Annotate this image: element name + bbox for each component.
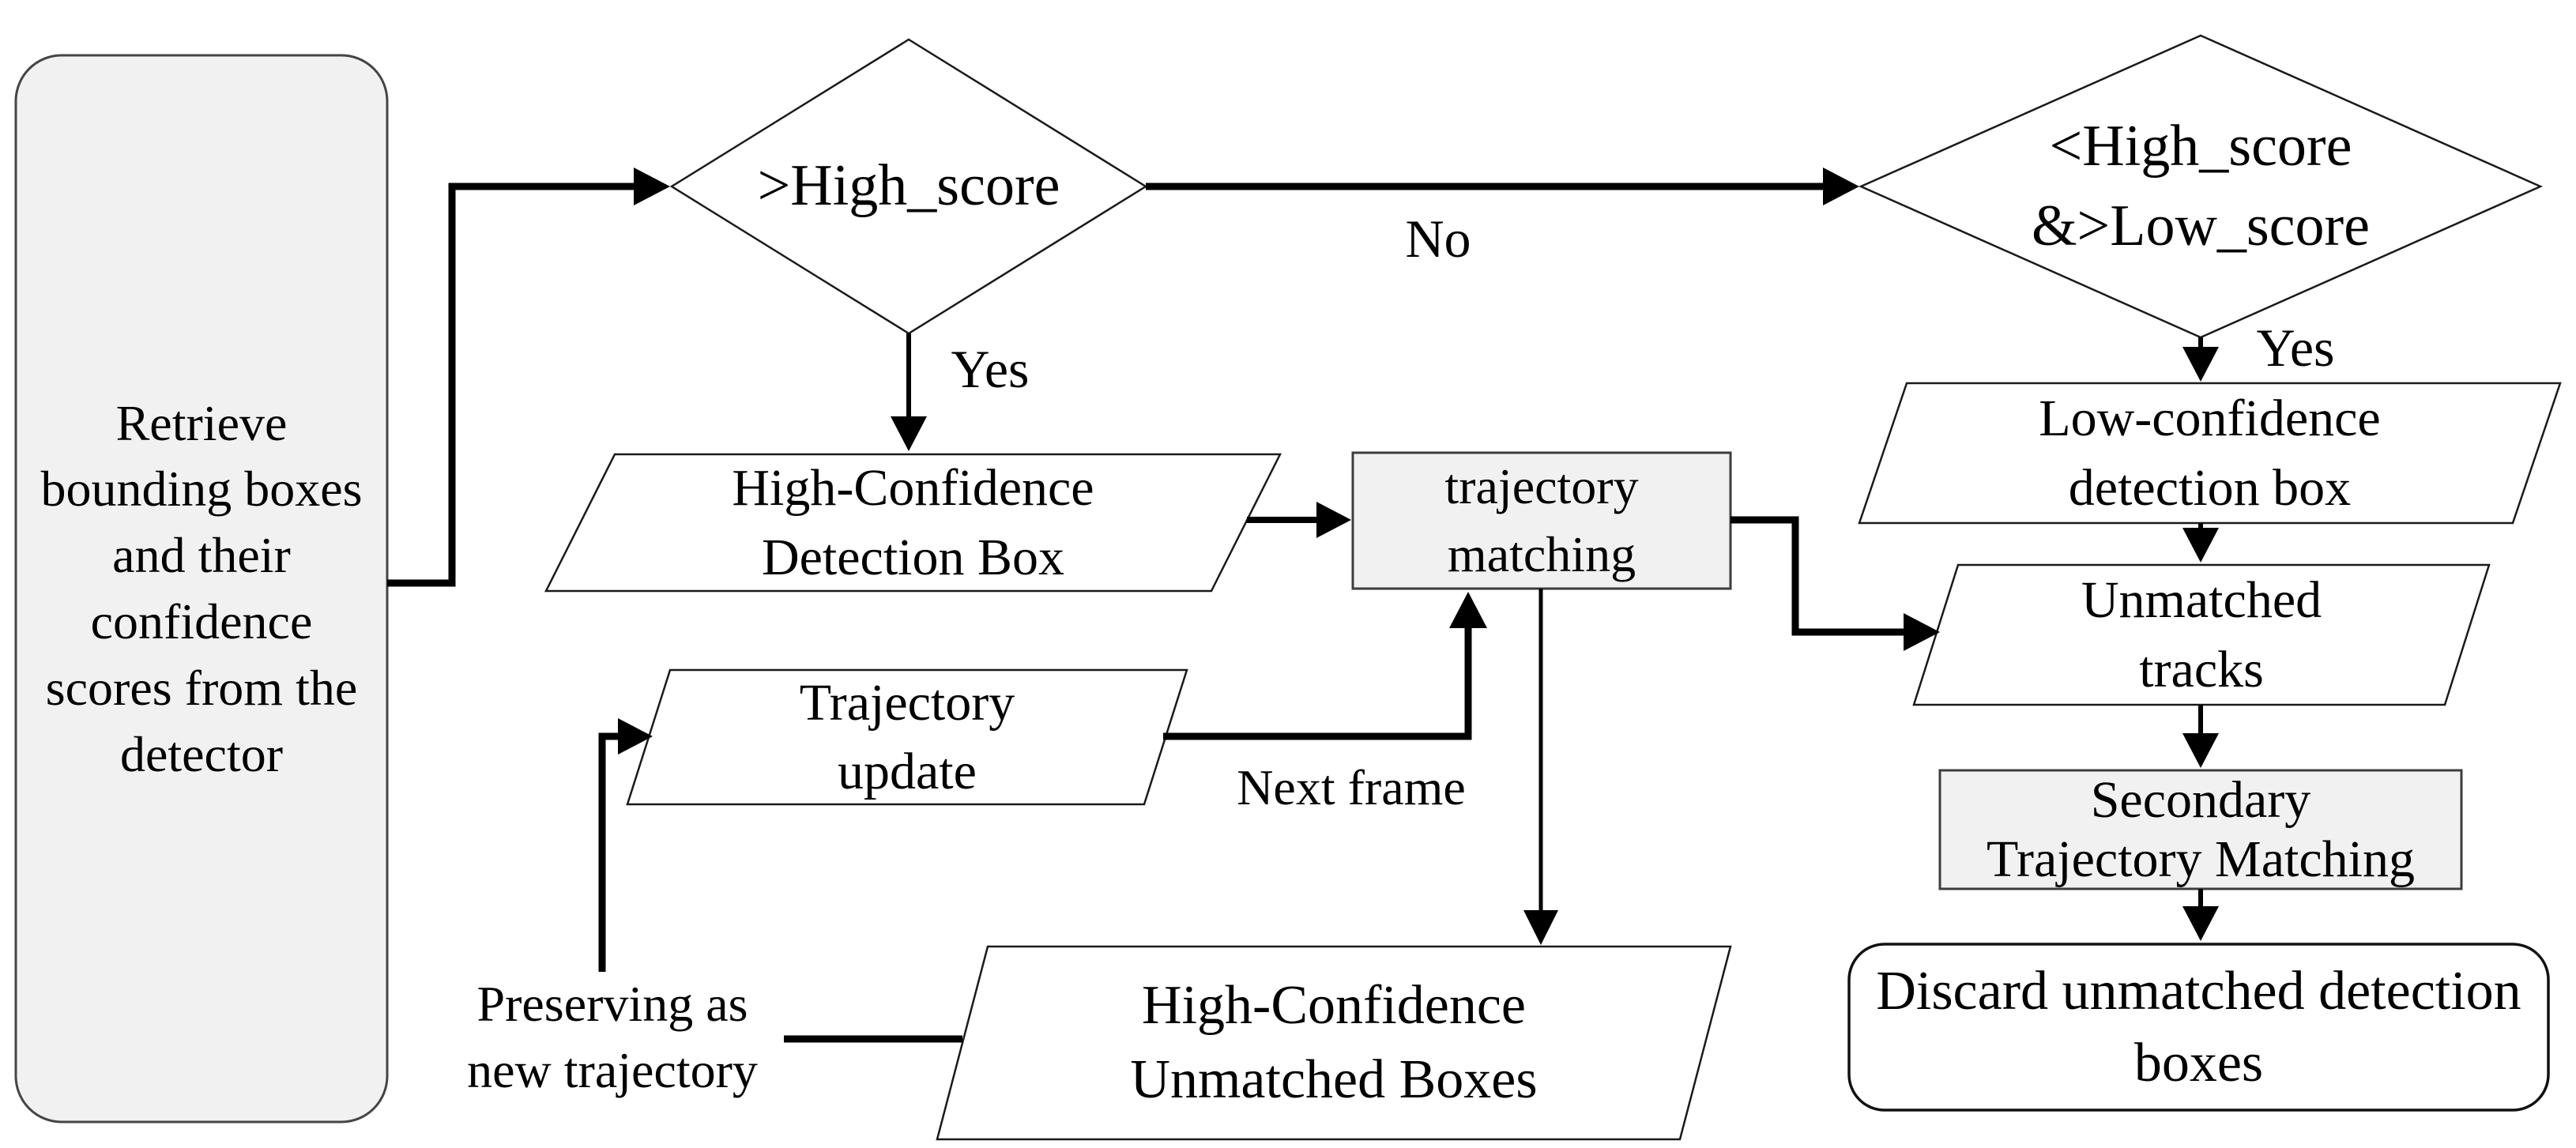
arrow-next-frame [1163, 625, 1472, 740]
edge-label-no: No [1405, 209, 1471, 269]
arrowhead-yes-to-detection-box [891, 416, 927, 451]
arrowhead-retrieve-to-high-score [634, 167, 670, 205]
secondary-trajectory-matching-shape [1938, 769, 2463, 890]
high-confidence-detection-box-shape [544, 453, 1282, 593]
trajectory-update-shape [626, 668, 1188, 806]
retrieve-node-shape [14, 54, 389, 1124]
high-score-decision-label: >High_score [757, 153, 1060, 219]
arrowhead-secondary-to-discard [2182, 906, 2219, 941]
arrowhead-low-confidence-to-unmatched [2182, 528, 2219, 563]
arrow-matching-to-unmatched-tracks [1731, 516, 1907, 636]
arrowhead-matching-to-unmatched-boxes [1523, 910, 1558, 945]
edge-label-next-frame: Next frame [1237, 759, 1466, 816]
arrowhead-next-frame [1449, 592, 1487, 628]
preserving-new-trajectory-label: Preserving as new trajectory [467, 976, 758, 1098]
discard-unmatched-label: Discard unmatched detection boxes [1876, 961, 2521, 1093]
high-confidence-unmatched-boxes-shape [936, 945, 1732, 1141]
trajectory-update-label: Trajectory update [799, 673, 1015, 800]
low-confidence-detection-box-label: Low-confidence detection box [2039, 390, 2381, 517]
high-confidence-detection-box-label: High-Confidence Detection Box [732, 459, 1094, 586]
trajectory-matching-label: trajectory matching [1444, 457, 1639, 582]
arrowhead-matching-to-unmatched-tracks [1904, 613, 1940, 651]
retrieve-node-label: Retrieve bounding boxes and their confid… [40, 394, 363, 782]
low-confidence-detection-box-shape [1858, 382, 2562, 525]
edge-label-yes-low: Yes [2256, 317, 2335, 378]
unmatched-tracks-shape [1912, 563, 2491, 706]
arrow-retrieve-to-high-score [387, 183, 637, 587]
trajectory-matching-shape [1351, 451, 1732, 590]
arrowhead-preserving-to-trajectory-update [618, 718, 653, 755]
arrowhead-no-to-low-score [1823, 167, 1859, 205]
secondary-trajectory-matching-label: Secondary Trajectory Matching [1987, 770, 2415, 888]
discard-unmatched-shape [1847, 943, 2550, 1112]
edge-label-yes-high: Yes [951, 338, 1030, 399]
arrow-preserving-to-trajectory-update [598, 732, 621, 972]
arrowhead-yes-to-low-confidence-box [2182, 347, 2219, 382]
low-score-decision-label: <High_score &>Low_score [2031, 114, 2371, 258]
unmatched-tracks-label: Unmatched tracks [2081, 571, 2322, 698]
high-confidence-unmatched-boxes-label: High-Confidence Unmatched Boxes [1130, 974, 1538, 1111]
arrowhead-unmatched-to-secondary [2182, 733, 2219, 768]
arrowhead-detection-box-to-matching [1316, 502, 1351, 538]
